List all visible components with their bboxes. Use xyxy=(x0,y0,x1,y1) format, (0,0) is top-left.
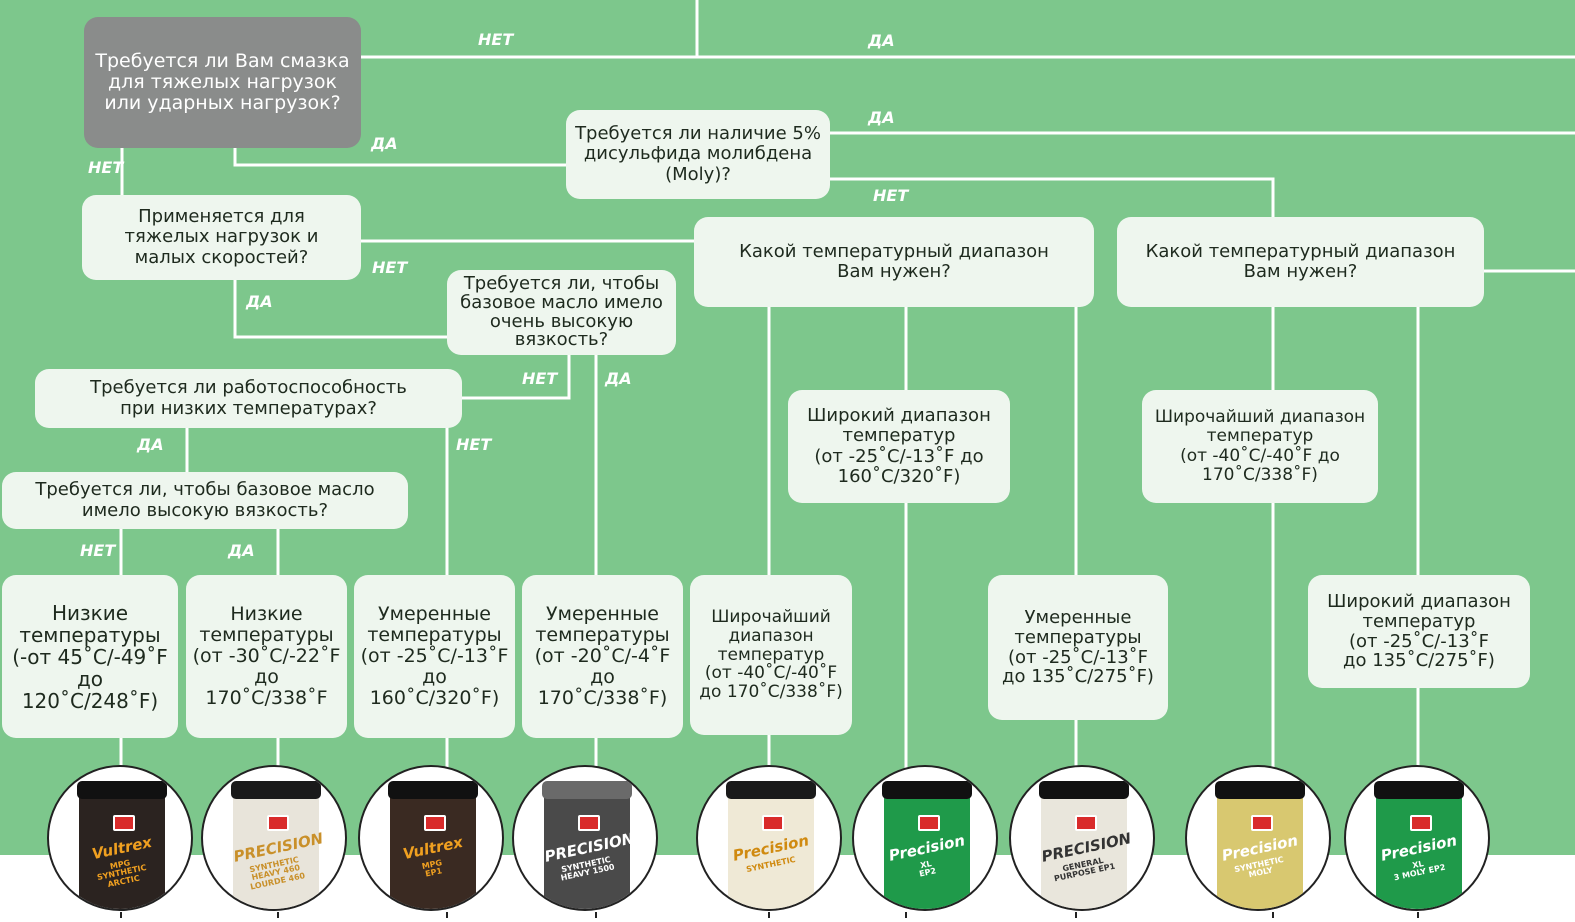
label-no-moly: НЕТ xyxy=(873,186,909,205)
question-heavy-load: Требуется ли Вам смазка для тяжелых нагр… xyxy=(84,17,361,148)
can-lid xyxy=(882,781,972,799)
label-yes-moly: ДА xyxy=(868,108,895,127)
can-lid xyxy=(1039,781,1129,799)
brand-logo-icon xyxy=(424,815,446,831)
label-yes-lowtemp: ДА xyxy=(137,435,164,454)
question-low-speed: Применяется для тяжелых нагрузок и малых… xyxy=(82,195,361,280)
label-yes-top: ДА xyxy=(868,31,895,50)
label-no-top: НЕТ xyxy=(478,30,514,49)
range-wide-1: Широкий диапазон температур (от -25˚C/-1… xyxy=(788,390,1010,503)
can-lid xyxy=(1374,781,1464,799)
label-yes-heavy: ДА xyxy=(371,134,398,153)
result-low-temp-arctic: Низкие температуры (-от 45˚C/-49˚F до 12… xyxy=(2,575,178,738)
question-low-temperature: Требуется ли работоспособность при низки… xyxy=(35,369,462,428)
result-widest-synthetic: Широчайший диапазон температур (от -40˚C… xyxy=(690,575,852,735)
brand-logo-icon xyxy=(267,815,289,831)
range-widest-2: Широчайший диапазон температур (от -40˚C… xyxy=(1142,390,1378,503)
brand-logo-icon xyxy=(1075,815,1097,831)
can-lid xyxy=(77,781,167,799)
result-wide-xl-moly: Широкий диапазон температур (от -25˚C/-1… xyxy=(1308,575,1530,688)
label-no-heavy: НЕТ xyxy=(88,158,124,177)
label-no-visc: НЕТ xyxy=(522,369,558,388)
can-lid xyxy=(388,781,478,799)
question-very-high-viscosity: Требуется ли, чтобы базовое масло имело … xyxy=(447,270,676,355)
label-yes-visc: ДА xyxy=(605,369,632,388)
question-temp-range-2: Какой температурный диапазон Вам нужен? xyxy=(1117,217,1484,307)
connector-moly-to-temp2 xyxy=(827,177,1275,219)
label-no-lowtemp: НЕТ xyxy=(456,435,492,454)
can-lid xyxy=(1215,781,1305,799)
question-high-viscosity: Требуется ли, чтобы базовое масло имело … xyxy=(2,472,408,529)
question-temp-range-1: Какой температурный диапазон Вам нужен? xyxy=(694,217,1094,307)
result-moderate-temp-heavy: Умеренные температуры (от -20˚C/-4˚F до … xyxy=(522,575,683,738)
connector-lowspeed-to-visc xyxy=(233,278,449,339)
brand-logo-icon xyxy=(578,815,600,831)
label-no-highvisc: НЕТ xyxy=(80,541,116,560)
can-lid xyxy=(726,781,816,799)
label-yes-highvisc: ДА xyxy=(228,541,255,560)
brand-logo-icon xyxy=(1410,815,1432,831)
can-lid xyxy=(231,781,321,799)
label-no-lowspeed: НЕТ xyxy=(372,258,408,277)
result-moderate-general: Умеренные температуры (от -25˚C/-13˚F до… xyxy=(988,575,1168,720)
brand-logo-icon xyxy=(918,815,940,831)
brand-logo-icon xyxy=(113,815,135,831)
label-yes-lowspeed: ДА xyxy=(246,292,273,311)
question-moly: Требуется ли наличие 5% дисульфида молиб… xyxy=(566,110,830,199)
can-lid xyxy=(542,781,632,799)
result-moderate-temp-ep1: Умеренные температуры (от -25˚C/-13˚F до… xyxy=(354,575,515,738)
connector-heavy-to-moly xyxy=(233,146,568,167)
result-low-temp-heavy: Низкие температуры (от -30˚C/-22˚F до 17… xyxy=(186,575,347,738)
connector-visc-to-lowtemp xyxy=(460,353,571,400)
brand-logo-icon xyxy=(762,815,784,831)
brand-logo-icon xyxy=(1251,815,1273,831)
